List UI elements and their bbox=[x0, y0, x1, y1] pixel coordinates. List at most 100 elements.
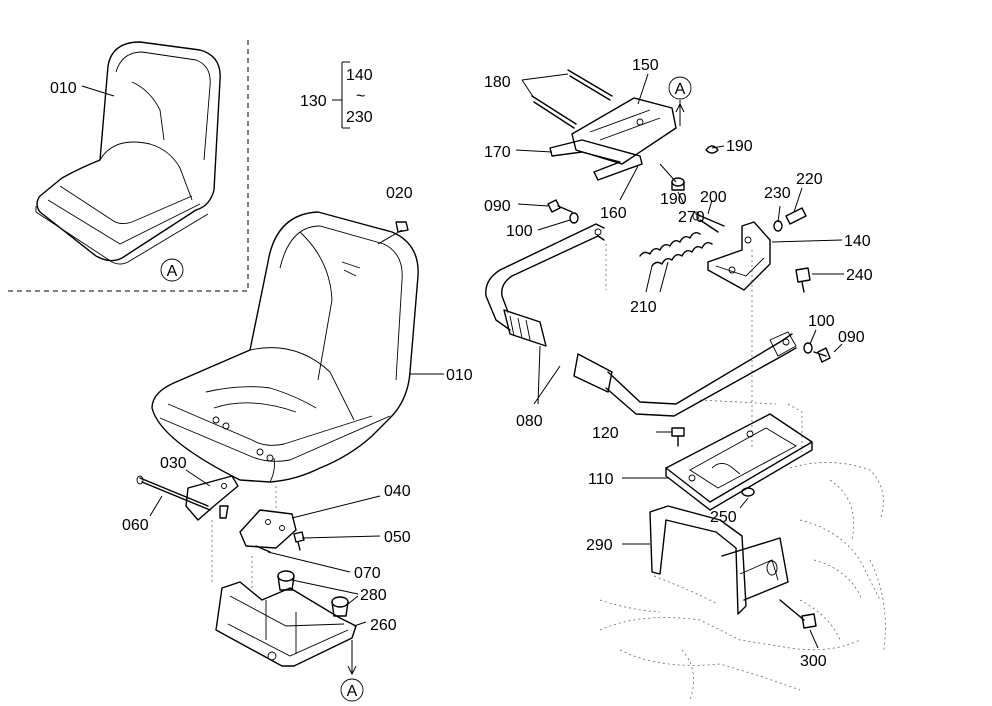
leader-060 bbox=[149, 495, 163, 517]
callout-290: 290 bbox=[586, 537, 613, 554]
leader-030 bbox=[185, 469, 211, 487]
callout-240: 240 bbox=[846, 267, 873, 284]
leader-300 bbox=[809, 629, 819, 649]
bolt-120 bbox=[671, 427, 685, 447]
slide-rail-260 bbox=[215, 581, 357, 667]
washer-100-b bbox=[803, 342, 813, 354]
bolt-300 bbox=[779, 599, 817, 629]
support-frame-290 bbox=[649, 505, 789, 615]
callout-180: 180 bbox=[484, 74, 511, 91]
inset-seat-drawing bbox=[35, 41, 221, 265]
callout-150: 150 bbox=[632, 57, 659, 74]
callout-130: 130 bbox=[300, 93, 327, 110]
pin-070 bbox=[255, 545, 271, 553]
top-ref-marker-label: A bbox=[675, 81, 686, 98]
leader-160 bbox=[619, 165, 639, 201]
bottom-ref-marker-label: A bbox=[347, 683, 358, 700]
springs-210 bbox=[639, 231, 713, 267]
callout-120: 120 bbox=[592, 425, 619, 442]
leader-100-a bbox=[537, 219, 571, 231]
callout-140: 140 bbox=[844, 233, 871, 250]
main-seat-drawing bbox=[151, 211, 419, 483]
leader-140 bbox=[771, 239, 843, 243]
callout-030: 030 bbox=[160, 455, 187, 472]
inset-panel: A 010 bbox=[5, 40, 249, 292]
callout-280: 280 bbox=[360, 587, 387, 604]
hinge-bracket-030 bbox=[185, 475, 239, 521]
callout-040: 040 bbox=[384, 483, 411, 500]
pins-180 bbox=[531, 69, 613, 129]
top-ref-marker: A bbox=[668, 76, 692, 100]
callout-140-range: 140 bbox=[346, 67, 373, 84]
leader-220 bbox=[793, 187, 803, 213]
callout-010-main: 010 bbox=[446, 367, 473, 384]
bolt-090-a bbox=[547, 199, 573, 213]
leader-190-a bbox=[711, 145, 725, 149]
leader-090-a bbox=[517, 203, 549, 207]
callout-250: 250 bbox=[710, 509, 737, 526]
callout-170: 170 bbox=[484, 144, 511, 161]
callout-220: 220 bbox=[796, 171, 823, 188]
callout-range-tilde: ~ bbox=[356, 88, 365, 105]
nut-250 bbox=[741, 487, 755, 497]
tractor-body-background bbox=[599, 462, 886, 701]
leader-200 bbox=[707, 199, 713, 215]
washer-230 bbox=[773, 220, 783, 232]
callout-200: 200 bbox=[700, 189, 727, 206]
callout-010-inset: 010 bbox=[50, 80, 77, 97]
callout-230-range: 230 bbox=[346, 109, 373, 126]
leader-230 bbox=[777, 205, 781, 223]
pins-200 bbox=[692, 211, 725, 233]
callout-020: 020 bbox=[386, 185, 413, 202]
strap-080 bbox=[485, 223, 797, 417]
arm-170 bbox=[549, 139, 643, 181]
leader-010-inset bbox=[81, 85, 115, 97]
leader-170 bbox=[515, 149, 553, 153]
mount-plate-110 bbox=[665, 413, 813, 511]
bracket-140 bbox=[707, 221, 771, 291]
leader-270 bbox=[677, 191, 685, 205]
callout-190-b: 190 bbox=[660, 191, 687, 208]
callout-070: 070 bbox=[354, 565, 381, 582]
callout-050: 050 bbox=[384, 529, 411, 546]
bolt-240 bbox=[795, 267, 811, 293]
callout-210: 210 bbox=[630, 299, 657, 316]
part-range-bracket-130: 130 140 ~ 230 bbox=[300, 61, 373, 129]
leader-260 bbox=[353, 621, 367, 627]
callout-300: 300 bbox=[800, 653, 827, 670]
callout-230: 230 bbox=[764, 185, 791, 202]
leader-040 bbox=[291, 495, 381, 519]
leader-100-b bbox=[809, 329, 817, 345]
leader-080 bbox=[533, 345, 561, 405]
callout-080: 080 bbox=[516, 413, 543, 430]
leader-150 bbox=[637, 73, 649, 105]
washer-100-a bbox=[569, 212, 579, 224]
leader-280 bbox=[291, 579, 359, 605]
bolt-050 bbox=[293, 531, 305, 551]
leader-050 bbox=[301, 535, 381, 539]
callout-060: 060 bbox=[122, 517, 149, 534]
callout-190-a: 190 bbox=[726, 138, 753, 155]
callout-110: 110 bbox=[588, 471, 614, 488]
leader-070 bbox=[267, 551, 351, 573]
callout-270: 270 bbox=[678, 209, 705, 226]
leader-210 bbox=[645, 261, 669, 293]
arrow-up-to-marker bbox=[675, 100, 685, 126]
leader-090-b bbox=[833, 343, 843, 353]
bolt-020-drawing bbox=[395, 221, 409, 233]
clip-190-a bbox=[705, 145, 719, 154]
hinge-pin-060 bbox=[136, 475, 211, 511]
bottom-ref-marker: A bbox=[340, 678, 364, 702]
callout-260: 260 bbox=[370, 617, 397, 634]
callout-100-a: 100 bbox=[506, 223, 533, 240]
callout-100-b: 100 bbox=[808, 313, 835, 330]
inset-ref-marker-label: A bbox=[167, 263, 178, 280]
nut-270 bbox=[671, 177, 685, 191]
bolt-090-b bbox=[813, 347, 831, 363]
callout-090-a: 090 bbox=[484, 198, 511, 215]
bolt-220 bbox=[785, 207, 807, 225]
hinge-plate-040 bbox=[239, 509, 297, 549]
leader-180 bbox=[521, 73, 569, 99]
inset-ref-marker: A bbox=[160, 258, 184, 282]
